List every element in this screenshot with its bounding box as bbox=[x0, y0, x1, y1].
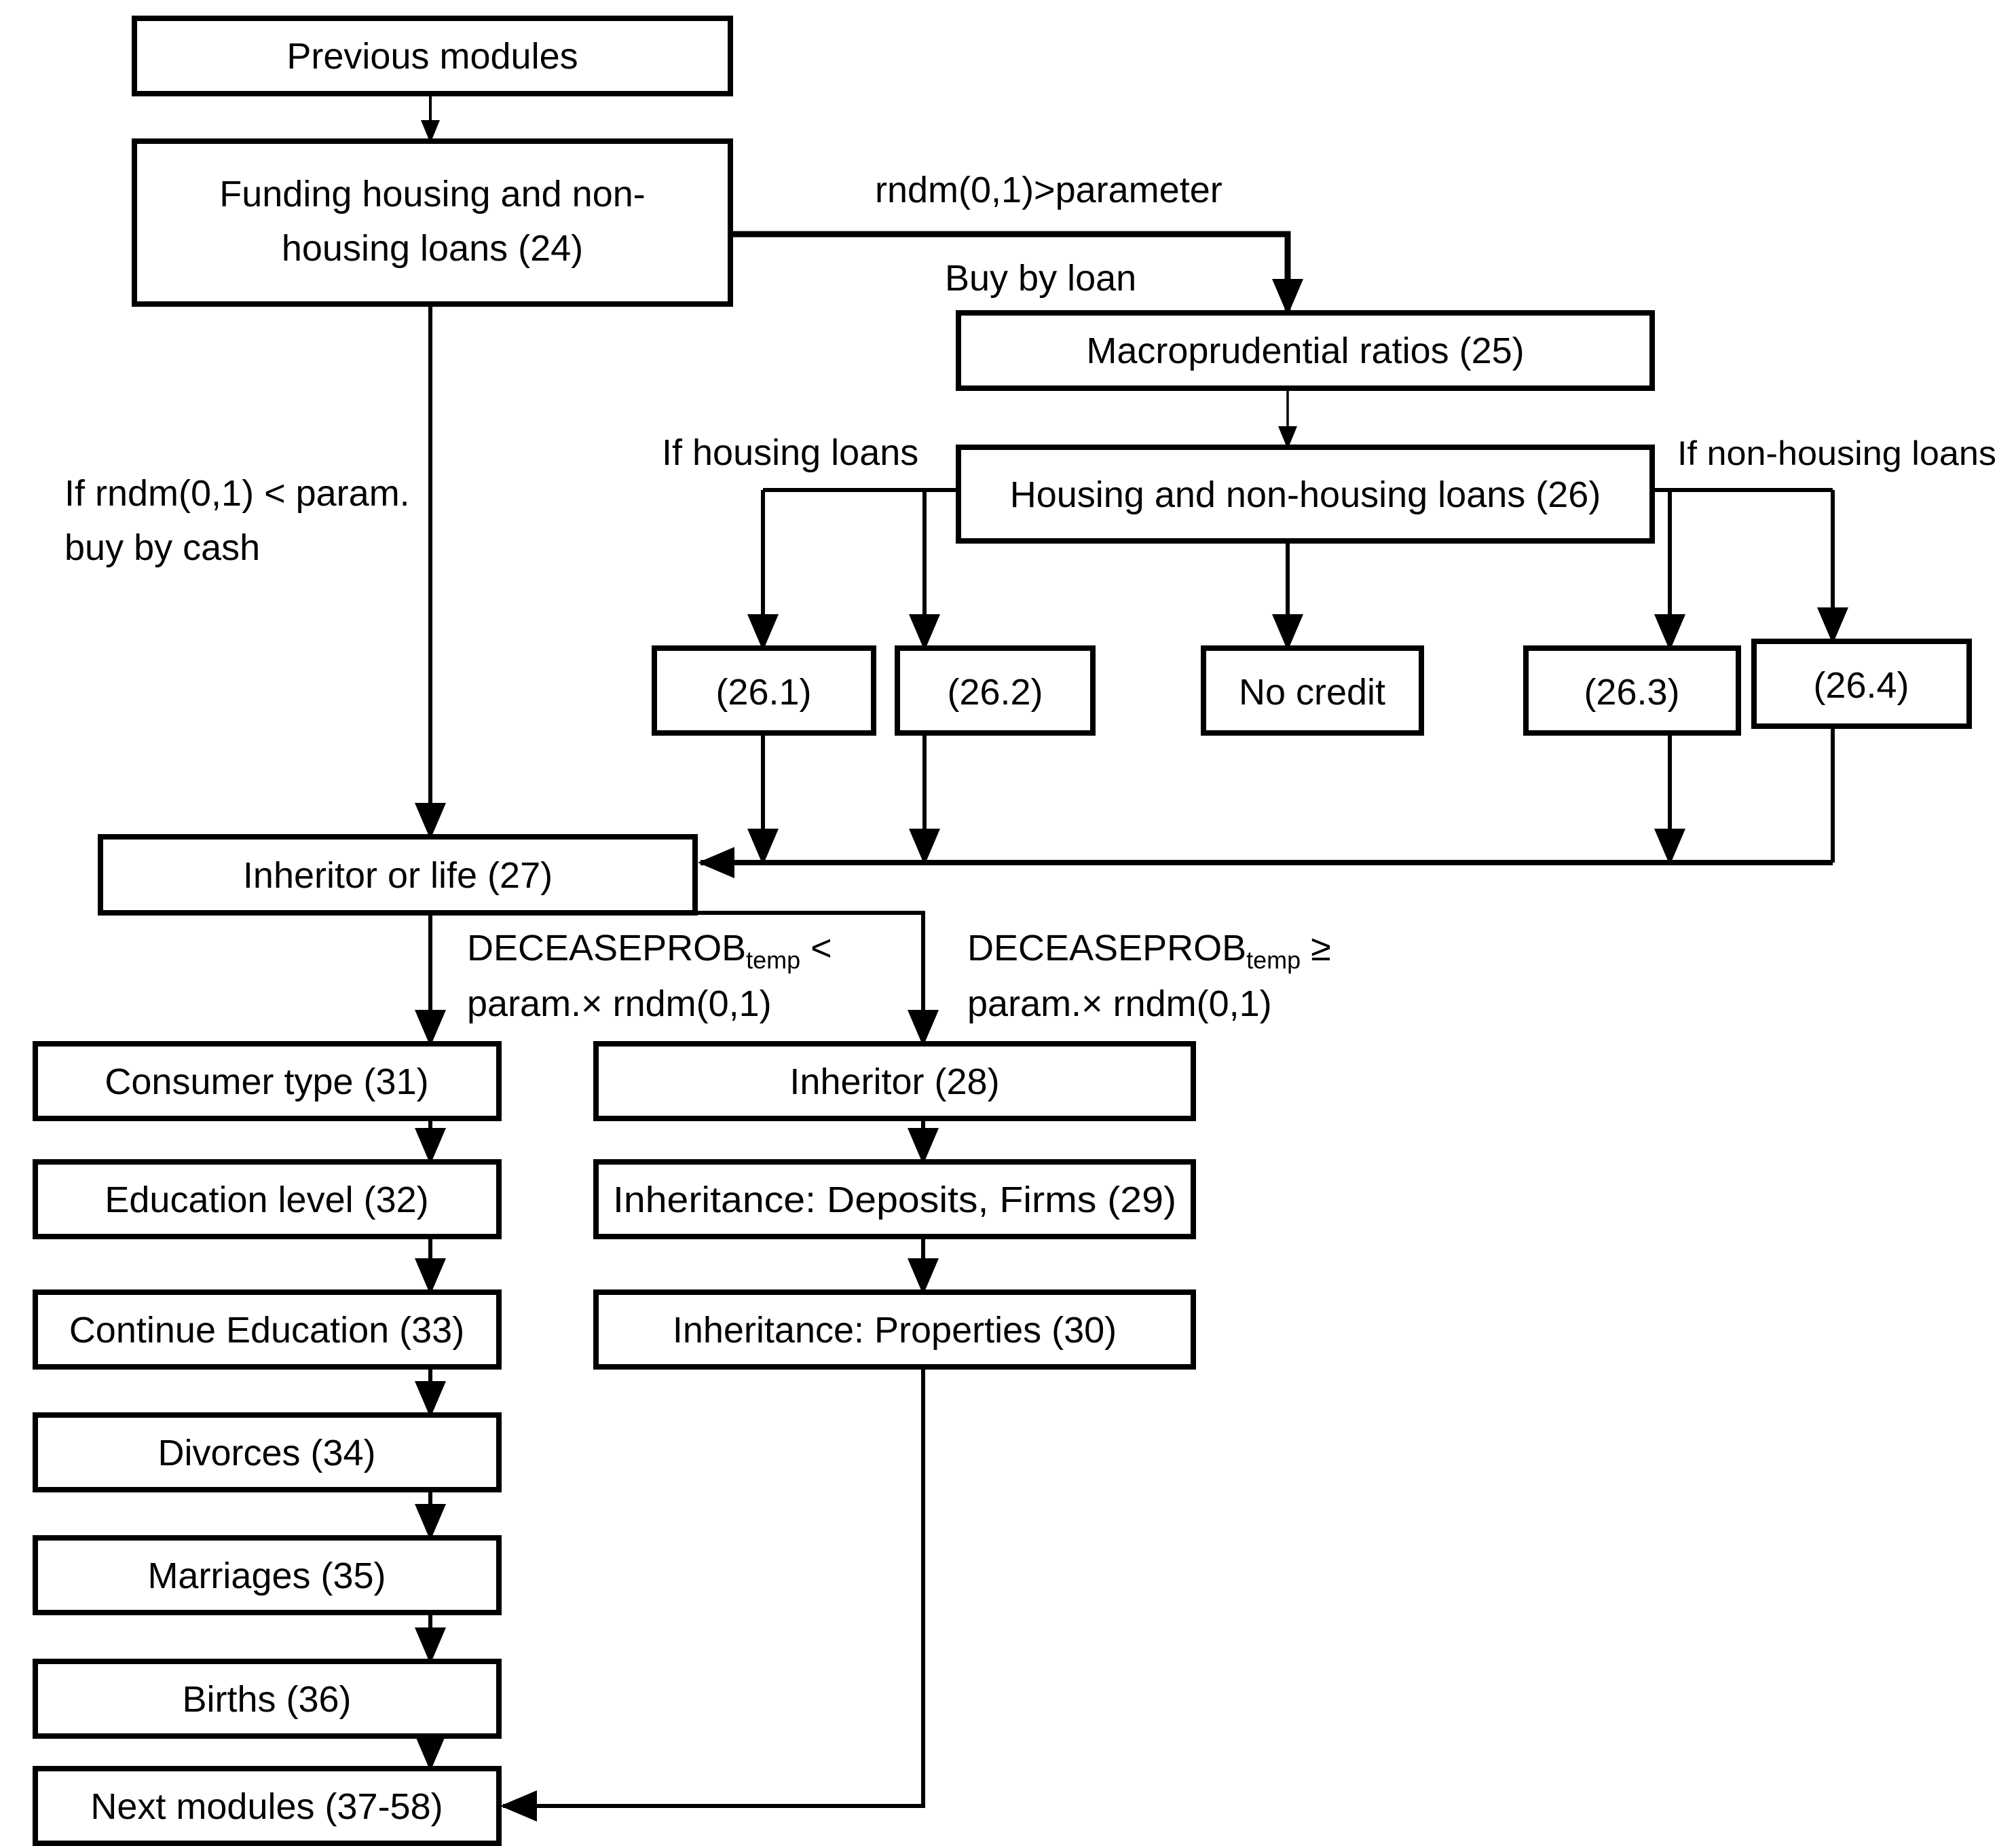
node-macroprudential-25-label: Macroprudential ratios (25) bbox=[1086, 331, 1524, 371]
node-no-credit bbox=[1201, 645, 1424, 736]
edge-30-to-next bbox=[500, 1367, 925, 1822]
node-26-3-label: (26.3) bbox=[1584, 672, 1679, 713]
node-consumer-type-31-label: Consumer type (31) bbox=[105, 1061, 428, 1102]
node-marriages-35-label: Marriages (35) bbox=[147, 1556, 386, 1596]
node-housing-loans-26 bbox=[956, 445, 1655, 544]
node-inheritor-or-life-27 bbox=[98, 834, 698, 916]
node-macroprudential-25 bbox=[956, 310, 1655, 391]
label-buy-by-loan: Buy by loan bbox=[945, 258, 1136, 299]
label-deceaseprob-lt-line2: param.× rndm(0,1) bbox=[467, 983, 772, 1024]
node-funding-loans-24 bbox=[132, 138, 733, 307]
label-if-housing-loans: If housing loans bbox=[662, 432, 918, 473]
node-26-1 bbox=[652, 645, 876, 736]
node-divorces-34-label: Divorces (34) bbox=[157, 1433, 375, 1473]
node-consumer-type-31 bbox=[33, 1041, 502, 1121]
node-26-2-label: (26.2) bbox=[947, 672, 1043, 713]
node-divorces-34 bbox=[33, 1412, 502, 1492]
label-deceaseprob-lt-sub: temp bbox=[746, 946, 800, 974]
node-inheritance-properties-30-label: Inheritance: Properties (30) bbox=[673, 1310, 1117, 1351]
node-26-4 bbox=[1751, 639, 1972, 729]
node-26-2 bbox=[895, 645, 1096, 736]
node-births-36-label: Births (36) bbox=[182, 1679, 351, 1720]
node-26-4-label: (26.4) bbox=[1813, 665, 1909, 706]
label-deceaseprob-lt-main: DECEASEPROB bbox=[467, 928, 746, 968]
label-rndm-gt-parameter: rndm(0,1)>parameter bbox=[875, 170, 1222, 210]
label-deceaseprob-ge-main: DECEASEPROB bbox=[967, 928, 1246, 968]
node-no-credit-label: No credit bbox=[1239, 672, 1385, 713]
label-deceaseprob-lt-op: < bbox=[800, 928, 832, 968]
node-education-level-32-label: Education level (32) bbox=[105, 1180, 428, 1220]
node-inheritance-deposits-29-label: Inheritance: Deposits, Firms (29) bbox=[613, 1180, 1176, 1220]
node-next-modules-37-58 bbox=[33, 1766, 502, 1846]
node-inheritor-28 bbox=[593, 1041, 1196, 1121]
label-if-non-housing-loans: If non-housing loans bbox=[1677, 434, 1996, 472]
edge-inheritor27-to-inheritor28 bbox=[698, 911, 939, 1047]
node-26-1-label: (26.1) bbox=[715, 672, 811, 713]
label-buy-by-cash-line1: If rndm(0,1) < param. bbox=[64, 473, 410, 514]
label-deceaseprob-lt: DECEASEPROBtemp < bbox=[467, 928, 832, 974]
node-previous-modules-label: Previous modules bbox=[286, 36, 578, 77]
edge-funding-to-macro bbox=[730, 231, 1303, 316]
label-deceaseprob-ge-line2: param.× rndm(0,1) bbox=[967, 983, 1272, 1024]
node-funding-loans-24-label-line2: housing loans (24) bbox=[282, 228, 583, 269]
node-next-modules-37-58-label: Next modules (37-58) bbox=[90, 1786, 443, 1827]
node-continue-education-33-label: Continue Education (33) bbox=[69, 1310, 464, 1351]
label-buy-by-cash-line2: buy by cash bbox=[64, 527, 260, 568]
label-deceaseprob-ge: DECEASEPROBtemp ≥ bbox=[967, 928, 1331, 974]
node-funding-loans-24-label-line1: Funding housing and non- bbox=[219, 174, 646, 214]
node-26-3 bbox=[1523, 645, 1741, 736]
node-education-level-32 bbox=[33, 1159, 502, 1239]
node-marriages-35 bbox=[33, 1535, 502, 1615]
label-deceaseprob-ge-op: ≥ bbox=[1301, 928, 1331, 968]
node-inheritor-or-life-27-label: Inheritor or life (27) bbox=[243, 855, 553, 896]
node-continue-education-33 bbox=[33, 1289, 502, 1370]
node-inheritor-28-label: Inheritor (28) bbox=[789, 1061, 999, 1102]
label-deceaseprob-ge-sub: temp bbox=[1246, 946, 1301, 974]
node-inheritance-deposits-29 bbox=[593, 1159, 1196, 1239]
node-housing-loans-26-label: Housing and non-housing loans (26) bbox=[1010, 474, 1601, 515]
node-births-36 bbox=[33, 1659, 502, 1739]
node-previous-modules bbox=[132, 16, 733, 96]
node-inheritance-properties-30 bbox=[593, 1289, 1196, 1370]
